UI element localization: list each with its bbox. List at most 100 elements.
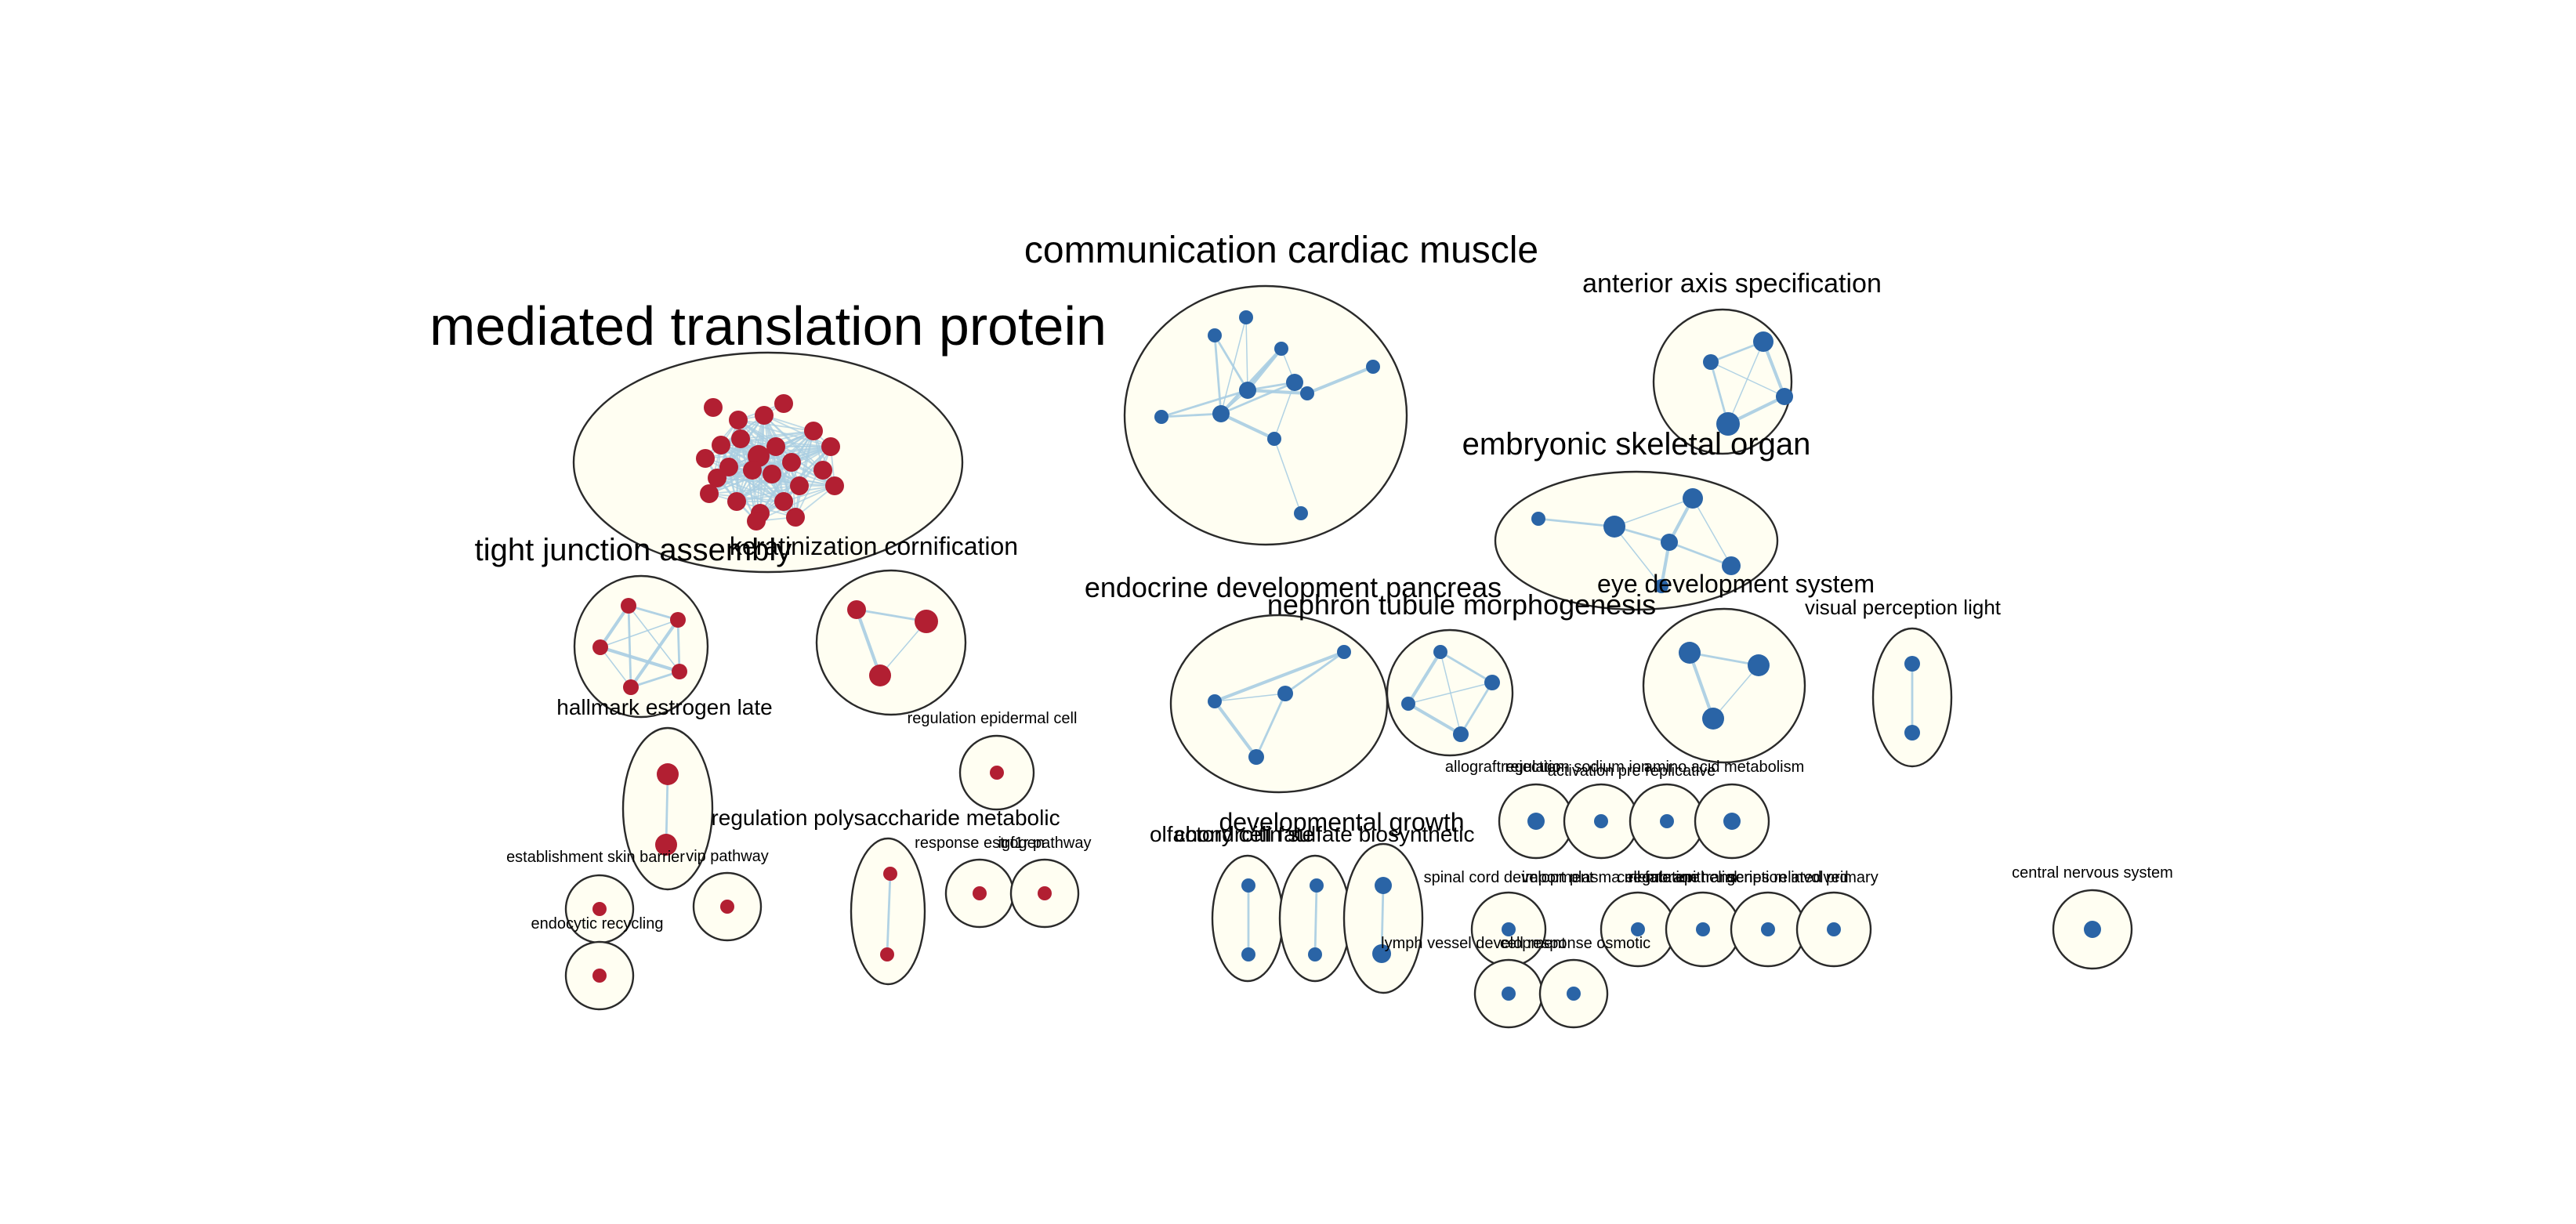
gene-set-node[interactable] [1241, 947, 1255, 961]
gene-set-node[interactable] [1208, 694, 1222, 708]
gene-set-node[interactable] [704, 398, 723, 417]
edge [1692, 498, 1732, 567]
gene-set-node[interactable] [1661, 534, 1678, 551]
gene-set-node[interactable] [1366, 360, 1380, 374]
gene-set-node[interactable] [1239, 382, 1256, 399]
gene-set-node[interactable] [729, 411, 748, 429]
gene-set-node[interactable] [1502, 987, 1516, 1001]
gene-set-node[interactable] [1294, 506, 1308, 520]
gene-set-node[interactable] [696, 449, 715, 468]
gene-set-node[interactable] [774, 394, 793, 413]
gene-set-node[interactable] [1286, 374, 1303, 391]
gene-set-node[interactable] [1502, 922, 1516, 936]
gene-set-node[interactable] [1567, 987, 1581, 1001]
gene-set-node[interactable] [813, 461, 832, 480]
gene-set-node[interactable] [915, 610, 938, 633]
gene-set-node[interactable] [1753, 331, 1773, 352]
gene-set-node[interactable] [880, 947, 894, 961]
cluster-label-c1: mediated translation protein [429, 295, 1107, 357]
gene-set-node[interactable] [990, 766, 1004, 780]
edge [1537, 517, 1616, 528]
gene-set-node[interactable] [1248, 749, 1264, 765]
edge [1160, 389, 1249, 418]
gene-set-node[interactable] [821, 437, 840, 456]
gene-set-node[interactable] [592, 902, 607, 916]
gene-set-node[interactable] [1904, 656, 1920, 672]
gene-set-node[interactable] [1776, 388, 1793, 405]
gene-set-node[interactable] [1453, 726, 1469, 742]
gene-set-node[interactable] [1433, 645, 1447, 659]
gene-set-node[interactable] [1716, 412, 1740, 436]
gene-set-node[interactable] [1401, 697, 1415, 711]
gene-set-node[interactable] [1660, 814, 1674, 828]
gene-set-node[interactable] [1484, 675, 1500, 690]
gene-set-node[interactable] [766, 437, 785, 456]
gene-set-node[interactable] [1310, 878, 1324, 893]
gene-set-node[interactable] [1594, 814, 1608, 828]
cluster-label-c29: regulation transcription involved [1628, 869, 1848, 886]
gene-set-node[interactable] [1631, 922, 1645, 936]
gene-set-node[interactable] [1683, 488, 1703, 509]
gene-set-node[interactable] [592, 969, 607, 983]
gene-set-node[interactable] [1274, 342, 1288, 356]
gene-set-node[interactable] [774, 492, 793, 511]
gene-set-node[interactable] [708, 469, 726, 487]
gene-set-node[interactable] [1267, 432, 1281, 446]
gene-set-node[interactable] [804, 422, 823, 440]
gene-set-node[interactable] [727, 492, 746, 511]
gene-set-node[interactable] [973, 886, 987, 900]
gene-set-node[interactable] [1372, 944, 1391, 963]
gene-set-node[interactable] [2084, 921, 2101, 938]
gene-set-node[interactable] [763, 465, 781, 483]
gene-set-node[interactable] [657, 763, 679, 785]
gene-set-node[interactable] [1300, 386, 1314, 400]
gene-set-node[interactable] [743, 461, 762, 480]
edge [1212, 650, 1346, 704]
gene-set-node[interactable] [719, 458, 738, 476]
gene-set-node[interactable] [1277, 686, 1293, 701]
gene-set-node[interactable] [592, 639, 608, 655]
gene-set-node[interactable] [1038, 886, 1052, 900]
gene-set-node[interactable] [1827, 922, 1841, 936]
gene-set-node[interactable] [1154, 410, 1168, 424]
gene-set-node[interactable] [1702, 708, 1724, 730]
gene-set-node[interactable] [747, 512, 766, 531]
gene-set-node[interactable] [825, 476, 844, 495]
gene-set-node[interactable] [1696, 922, 1710, 936]
gene-set-node[interactable] [790, 476, 809, 495]
gene-set-node[interactable] [1531, 512, 1545, 526]
gene-set-node[interactable] [1904, 725, 1920, 741]
gene-set-node[interactable] [1723, 813, 1741, 830]
gene-set-node[interactable] [869, 665, 891, 686]
gene-set-node[interactable] [720, 900, 734, 914]
gene-set-node[interactable] [623, 679, 639, 695]
gene-set-node[interactable] [1212, 405, 1230, 422]
gene-set-node[interactable] [1375, 877, 1392, 894]
gene-set-node[interactable] [670, 612, 686, 628]
gene-set-node[interactable] [1722, 556, 1741, 575]
gene-set-node[interactable] [672, 664, 687, 679]
gene-set-node[interactable] [883, 867, 897, 881]
gene-set-node[interactable] [1337, 645, 1351, 659]
gene-set-node[interactable] [1748, 654, 1770, 676]
gene-set-node[interactable] [700, 484, 719, 503]
gene-set-node[interactable] [1761, 922, 1775, 936]
gene-set-node[interactable] [621, 598, 636, 614]
gene-set-node[interactable] [1703, 354, 1719, 370]
gene-set-node[interactable] [731, 429, 750, 448]
gene-set-node[interactable] [1239, 310, 1253, 324]
gene-set-node[interactable] [782, 453, 801, 472]
gene-set-node[interactable] [1603, 516, 1625, 538]
gene-set-node[interactable] [786, 508, 805, 527]
gene-set-node[interactable] [1308, 947, 1322, 961]
gene-set-node[interactable] [1527, 813, 1545, 830]
gene-set-node[interactable] [755, 406, 774, 425]
gene-set-node[interactable] [655, 834, 677, 856]
gene-set-node[interactable] [1241, 878, 1255, 893]
gene-set-node[interactable] [1208, 328, 1222, 342]
edge [665, 773, 669, 846]
gene-set-node[interactable] [1654, 579, 1668, 593]
gene-set-node[interactable] [847, 600, 866, 619]
gene-set-node[interactable] [712, 436, 730, 454]
gene-set-node[interactable] [1679, 642, 1701, 664]
